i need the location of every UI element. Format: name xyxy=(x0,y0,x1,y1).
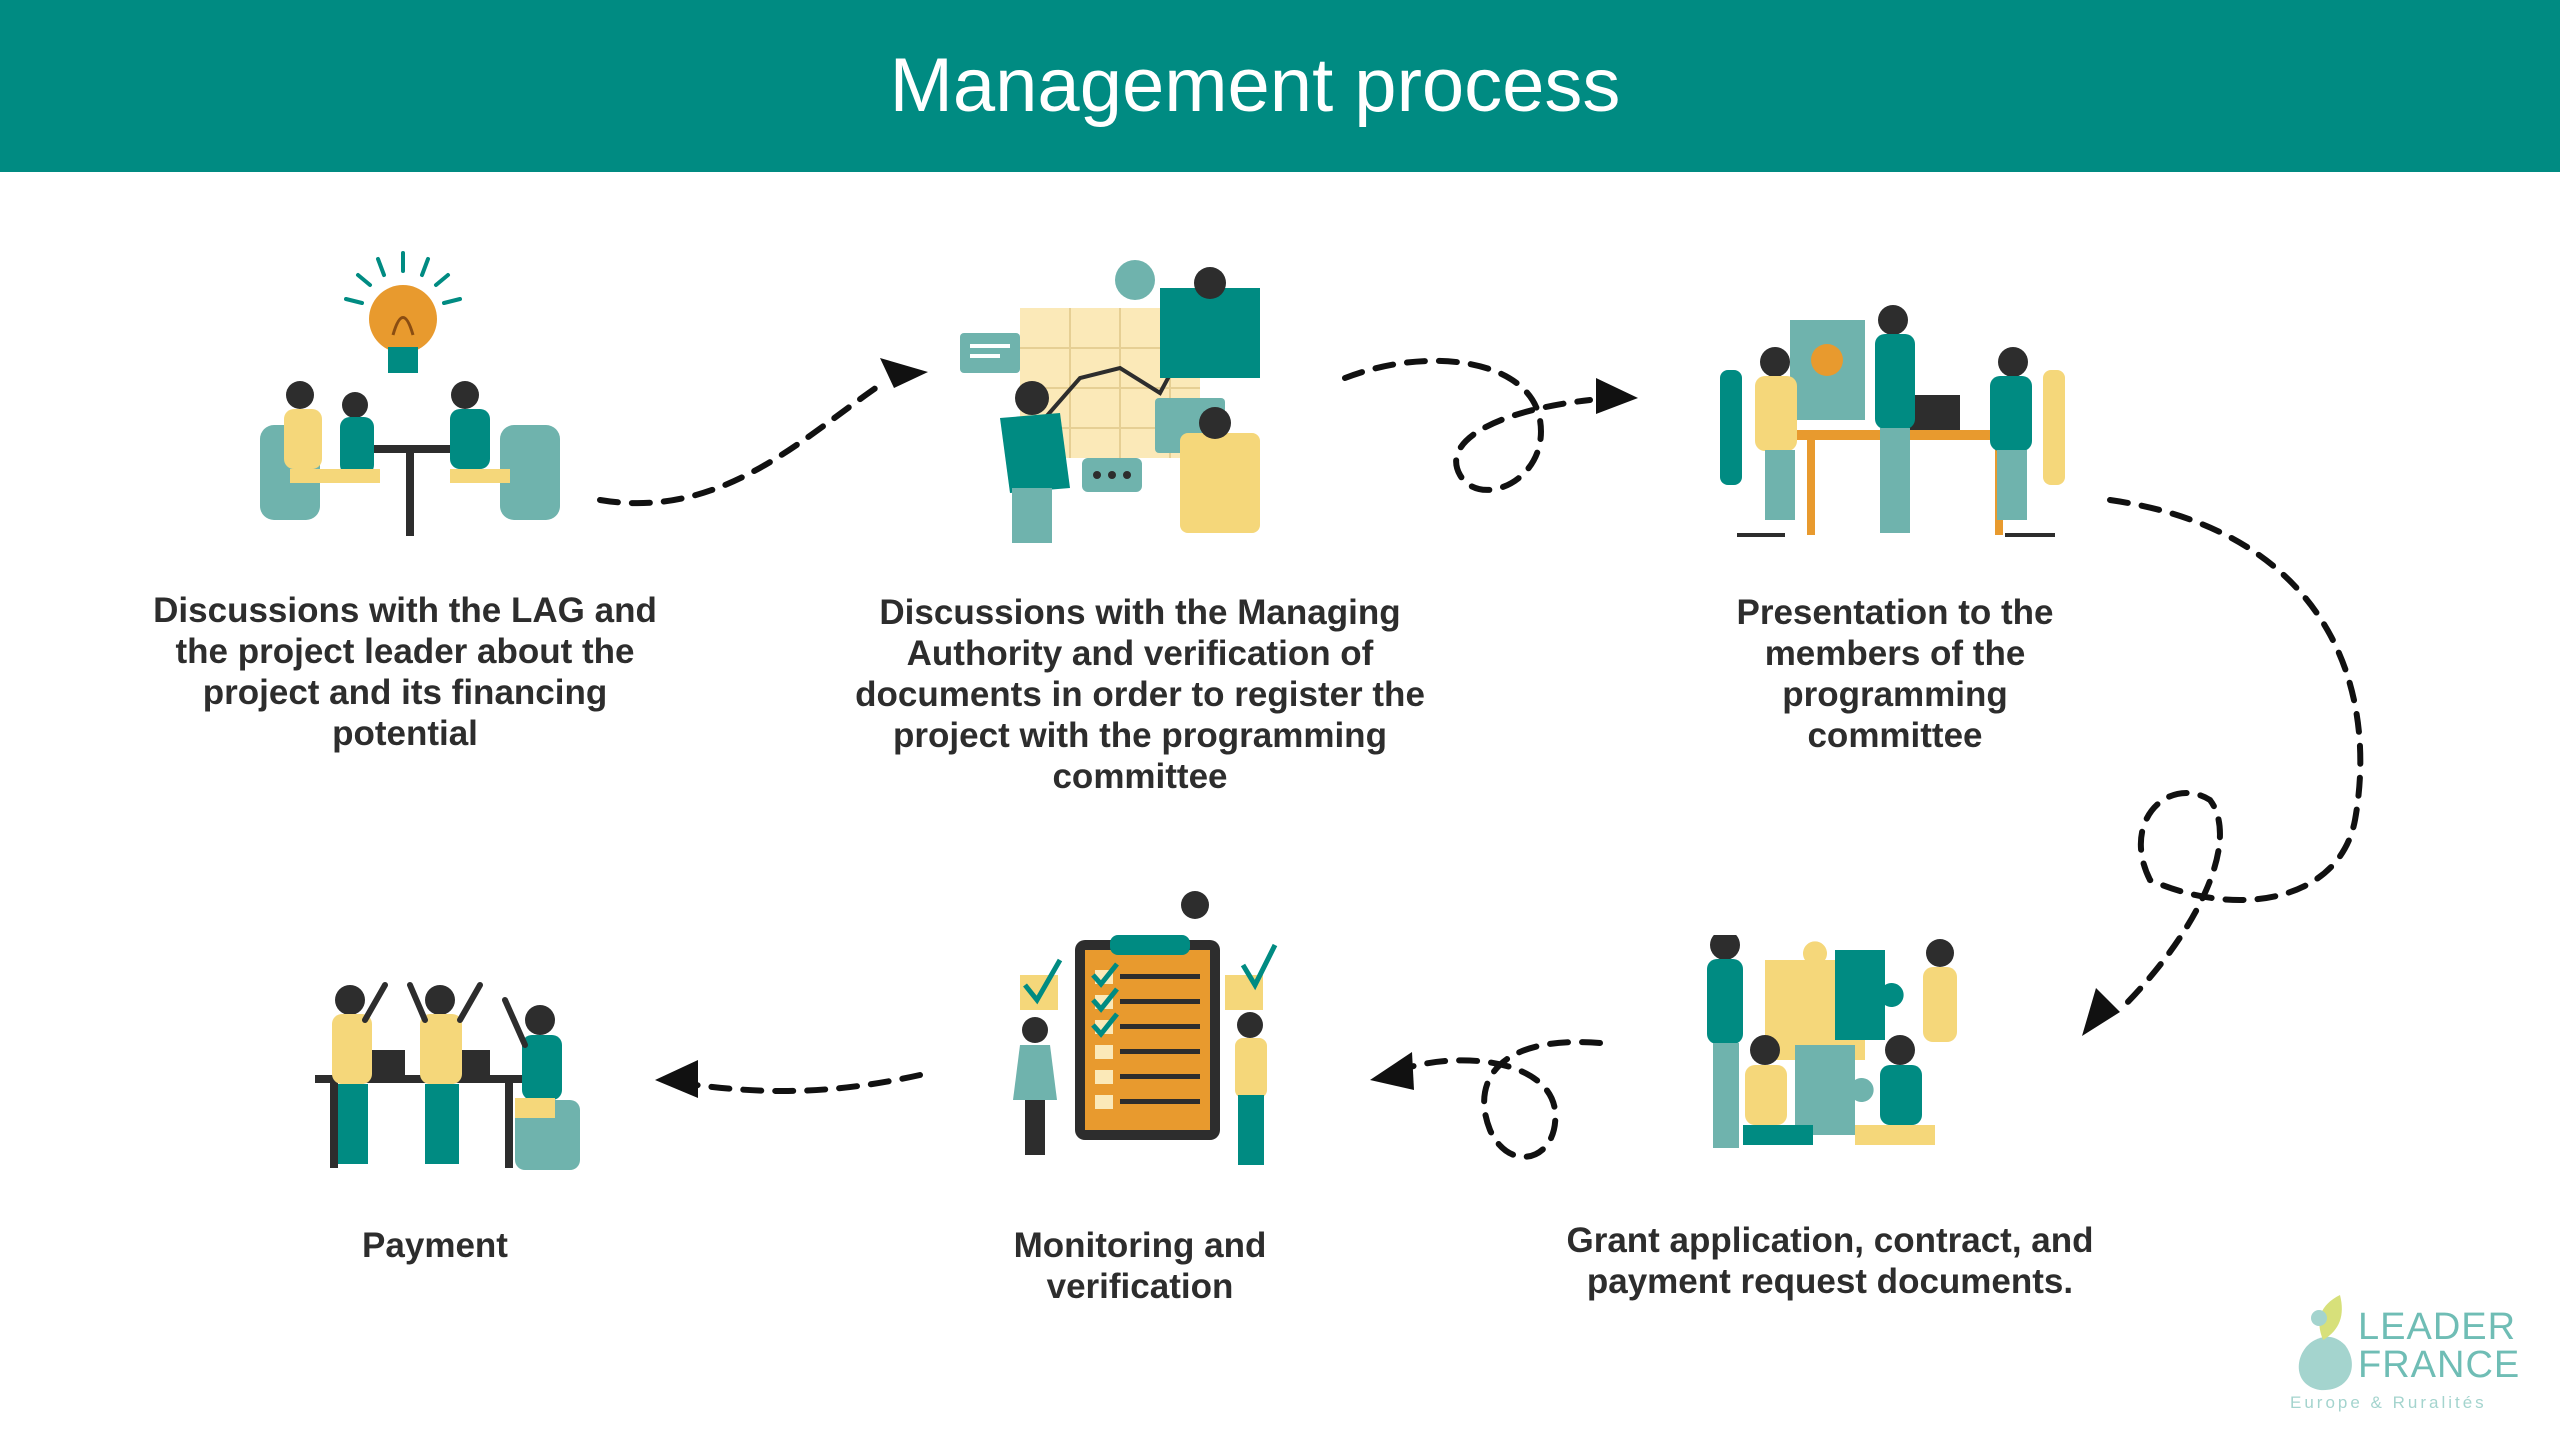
step-5-label: Monitoring and verification xyxy=(1013,1226,1267,1306)
step-1-label: Discussions with the LAG and the project… xyxy=(153,591,657,753)
step-3-label: Presentation to the members of the progr… xyxy=(1736,593,2054,755)
arrow-4-to-5 xyxy=(1397,1039,1603,1160)
leader-france-logo: LEADER FRANCE Europe & Ruralités xyxy=(2280,1280,2520,1420)
step-2-label: Discussions with the Managing Authority … xyxy=(855,593,1425,796)
arrowhead-3 xyxy=(2082,988,2120,1036)
logo-tagline: Europe & Ruralités xyxy=(2290,1393,2487,1412)
title-bar: Management process xyxy=(0,0,2560,172)
step-4-label: Grant application, contract, and payment… xyxy=(1566,1221,2094,1301)
arrow-2-to-3 xyxy=(1342,357,1593,493)
leaf-logo-icon xyxy=(2298,1295,2352,1391)
page-title: Management process xyxy=(889,43,1621,128)
meeting-lightbulb-icon xyxy=(260,251,560,536)
step-6-label: Payment xyxy=(362,1226,508,1265)
arrowhead-2 xyxy=(1596,378,1638,414)
arrowhead-1 xyxy=(880,358,928,388)
puzzle-team-icon xyxy=(1707,935,1957,1148)
team-presentation-icon xyxy=(1720,305,2065,537)
arrow-1-to-2 xyxy=(597,382,883,507)
logo-text-line1: LEADER xyxy=(2358,1306,2517,1348)
celebration-team-icon xyxy=(315,982,580,1170)
arrowhead-5 xyxy=(655,1060,698,1098)
arrowhead-4 xyxy=(1370,1052,1414,1090)
logo-text-line2: FRANCE xyxy=(2358,1344,2521,1386)
chart-analysis-icon xyxy=(960,260,1260,543)
arrow-3-to-4 xyxy=(2107,497,2364,1013)
checklist-icon xyxy=(1013,891,1278,1165)
arrow-5-to-6 xyxy=(672,1072,923,1095)
